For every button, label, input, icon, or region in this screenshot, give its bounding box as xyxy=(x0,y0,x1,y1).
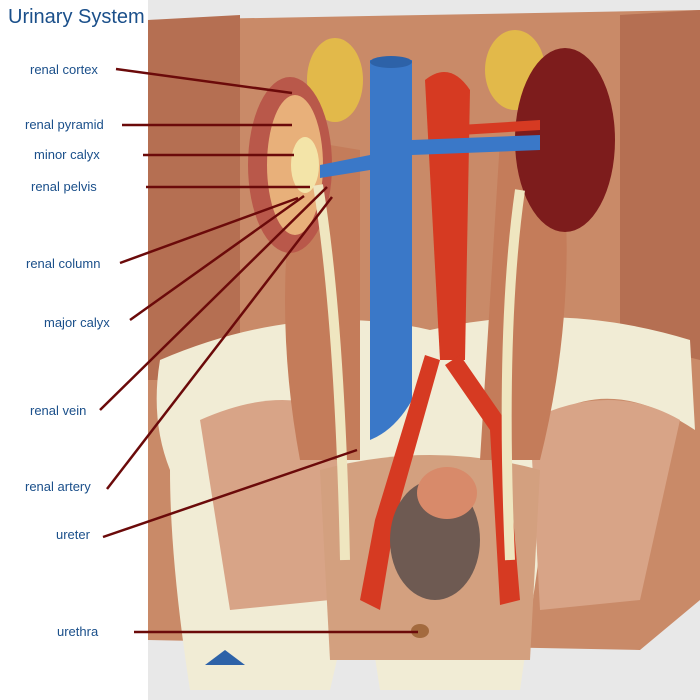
right-common-iliac-artery xyxy=(445,355,520,605)
left-adrenal-gland xyxy=(307,38,363,122)
right-renal-vein xyxy=(412,135,540,155)
right-flank-muscle xyxy=(620,10,700,360)
inferior-vena-cava xyxy=(370,60,412,440)
leader-renal-cortex xyxy=(115,67,293,95)
label-ureter: ureter xyxy=(56,527,90,542)
label-renal-column: renal column xyxy=(26,256,101,271)
diagram-title: Urinary System xyxy=(8,6,145,28)
label-renal-vein: renal vein xyxy=(30,403,87,418)
right-iliacus-muscle xyxy=(530,400,680,610)
label-renal-pelvis: renal pelvis xyxy=(31,179,97,194)
rectum-opening xyxy=(417,467,477,519)
leader-renal-vein xyxy=(99,186,328,411)
label-urethra: urethra xyxy=(57,624,99,639)
label-renal-cortex: renal cortex xyxy=(30,62,98,77)
label-minor-calyx: minor calyx xyxy=(34,147,100,162)
label-major-calyx: major calyx xyxy=(44,315,110,330)
label-renal-artery: renal artery xyxy=(25,479,91,494)
vena-cava-opening xyxy=(370,56,412,68)
left-renal-vein xyxy=(320,155,370,178)
leader-renal-artery xyxy=(106,196,333,490)
leader-lines xyxy=(99,67,418,634)
right-renal-artery xyxy=(460,120,540,135)
publisher-logo xyxy=(205,650,245,665)
right-kidney xyxy=(515,48,615,232)
urethra-opening xyxy=(411,624,429,638)
left-flank-muscle xyxy=(148,15,240,380)
left-ureter xyxy=(313,184,350,561)
left-common-iliac-artery xyxy=(360,355,440,610)
leader-ureter xyxy=(102,448,358,539)
leader-major-calyx xyxy=(129,194,305,322)
renal-pelvis-region xyxy=(291,137,319,193)
label-renal-pyramid: renal pyramid xyxy=(25,117,104,132)
right-ureter xyxy=(501,189,525,561)
leader-renal-column xyxy=(119,196,299,265)
